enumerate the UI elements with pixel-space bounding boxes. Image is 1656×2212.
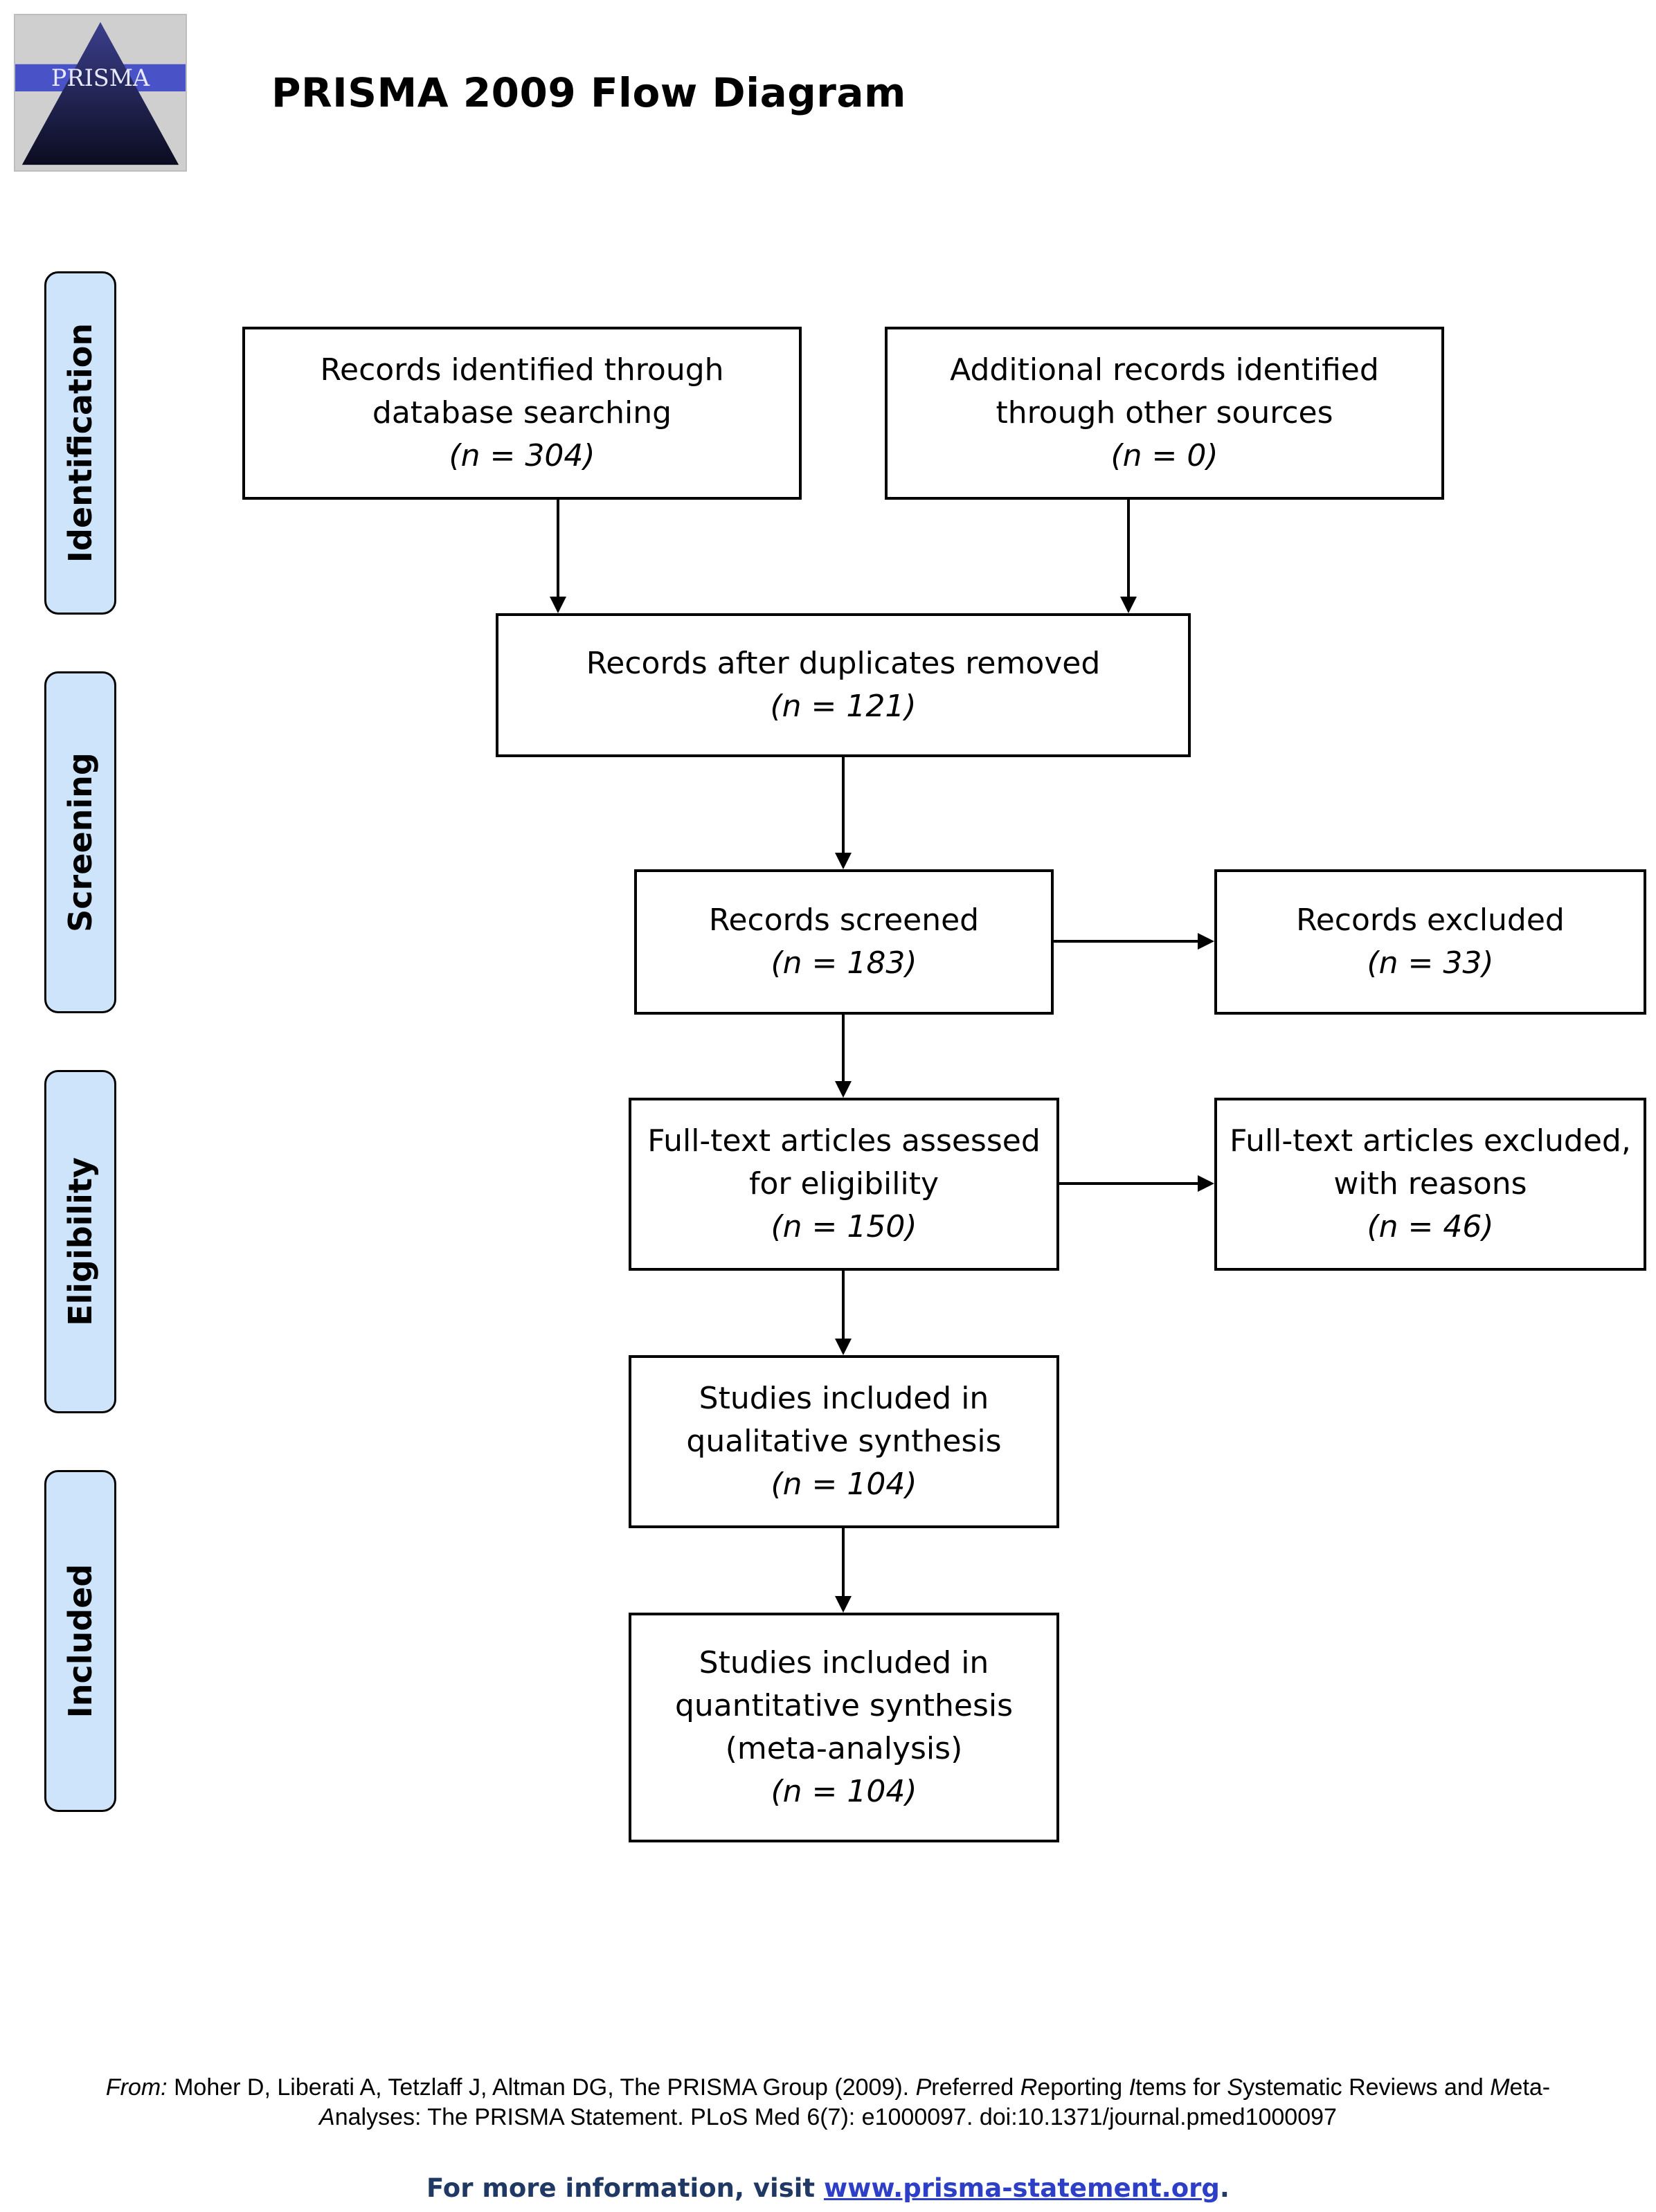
arrowhead	[1198, 933, 1214, 950]
page-title: PRISMA 2009 Flow Diagram	[271, 69, 906, 116]
citation-initial: I	[1128, 2074, 1136, 2101]
box-line: with reasons	[1333, 1166, 1527, 1202]
box-database-searching: Records identified through database sear…	[242, 327, 802, 500]
citation-authors: Moher D, Liberati A, Tetzlaff J, Altman …	[174, 2074, 910, 2101]
citation-text: referred	[931, 2074, 1020, 2101]
citation-from-label: From:	[105, 2074, 168, 2101]
box-line: for eligibility	[748, 1166, 939, 1202]
citation-text: nalyses: The PRISMA Statement. PLoS Med …	[334, 2104, 1337, 2130]
citation-initial: R	[1020, 2074, 1038, 2101]
stage-eligibility: Eligibility	[44, 1070, 116, 1413]
box-count: (n = 304)	[449, 438, 595, 473]
box-fulltext-excluded: Full-text articles excluded, with reason…	[1214, 1098, 1646, 1271]
box-records-screened: Records screened (n = 183)	[634, 869, 1054, 1015]
citation-text: tems for	[1135, 2074, 1227, 2101]
arrowhead	[1120, 597, 1137, 613]
stage-included: Included	[44, 1470, 116, 1812]
box-line: Full-text articles assessed	[647, 1123, 1041, 1159]
stage-label: Eligibility	[62, 1157, 99, 1326]
more-info: For more information, visit www.prisma-s…	[0, 2173, 1656, 2203]
box-count: (n = 104)	[771, 1467, 917, 1502]
prisma-logo: PRISMA	[14, 14, 187, 172]
stage-label: Screening	[62, 752, 99, 932]
box-count: (n = 150)	[771, 1209, 917, 1244]
box-line: qualitative synthesis	[686, 1424, 1002, 1459]
box-line: quantitative synthesis	[674, 1688, 1014, 1723]
citation-text: ystematic Reviews and	[1243, 2074, 1491, 2101]
box-count: (n = 104)	[771, 1774, 917, 1809]
citation-text: eporting	[1037, 2074, 1129, 2101]
box-line: Studies included in	[699, 1645, 989, 1680]
more-info-suffix: .	[1219, 2173, 1230, 2203]
box-line: Records screened	[708, 903, 980, 938]
box-line: database searching	[372, 395, 672, 430]
box-line: Full-text articles excluded,	[1230, 1123, 1631, 1159]
stage-identification: Identification	[44, 271, 116, 615]
box-records-excluded: Records excluded (n = 33)	[1214, 869, 1646, 1015]
box-line: (meta-analysis)	[725, 1731, 963, 1766]
more-info-prefix: For more information, visit	[426, 2173, 824, 2203]
box-line: Records excluded	[1296, 903, 1565, 938]
prisma-website-link[interactable]: www.prisma-statement.org	[824, 2173, 1220, 2203]
box-count: (n = 46)	[1367, 1209, 1494, 1244]
citation: From: Moher D, Liberati A, Tetzlaff J, A…	[42, 2073, 1614, 2132]
box-count: (n = 33)	[1367, 945, 1494, 981]
stage-label: Included	[62, 1563, 99, 1719]
box-count: (n = 0)	[1110, 438, 1218, 473]
arrowhead	[550, 597, 566, 613]
box-other-sources: Additional records identified through ot…	[885, 327, 1444, 500]
citation-initial: P	[915, 2074, 932, 2101]
box-qualitative-synthesis: Studies included in qualitative synthesi…	[629, 1355, 1059, 1528]
stage-screening: Screening	[44, 671, 116, 1013]
arrowhead	[835, 1339, 852, 1355]
box-line: Additional records identified	[950, 352, 1379, 388]
box-quantitative-synthesis: Studies included in quantitative synthes…	[629, 1613, 1059, 1842]
logo-text: PRISMA	[51, 64, 150, 91]
box-line: Records after duplicates removed	[586, 646, 1101, 681]
citation-initial: S	[1227, 2074, 1243, 2101]
citation-text: eta-	[1509, 2074, 1551, 2101]
arrowhead	[1198, 1175, 1214, 1192]
box-duplicates-removed: Records after duplicates removed (n = 12…	[496, 613, 1191, 757]
box-count: (n = 121)	[770, 689, 917, 724]
box-fulltext-assessed: Full-text articles assessed for eligibil…	[629, 1098, 1059, 1271]
box-line: through other sources	[996, 395, 1333, 430]
box-count: (n = 183)	[771, 945, 917, 981]
arrowhead	[835, 853, 852, 869]
stage-label: Identification	[62, 323, 99, 563]
citation-initial: A	[319, 2104, 335, 2130]
arrowhead	[835, 1596, 852, 1613]
arrowhead	[835, 1081, 852, 1098]
box-line: Studies included in	[699, 1381, 989, 1416]
citation-initial: M	[1490, 2074, 1510, 2101]
box-line: Records identified through	[320, 352, 724, 388]
